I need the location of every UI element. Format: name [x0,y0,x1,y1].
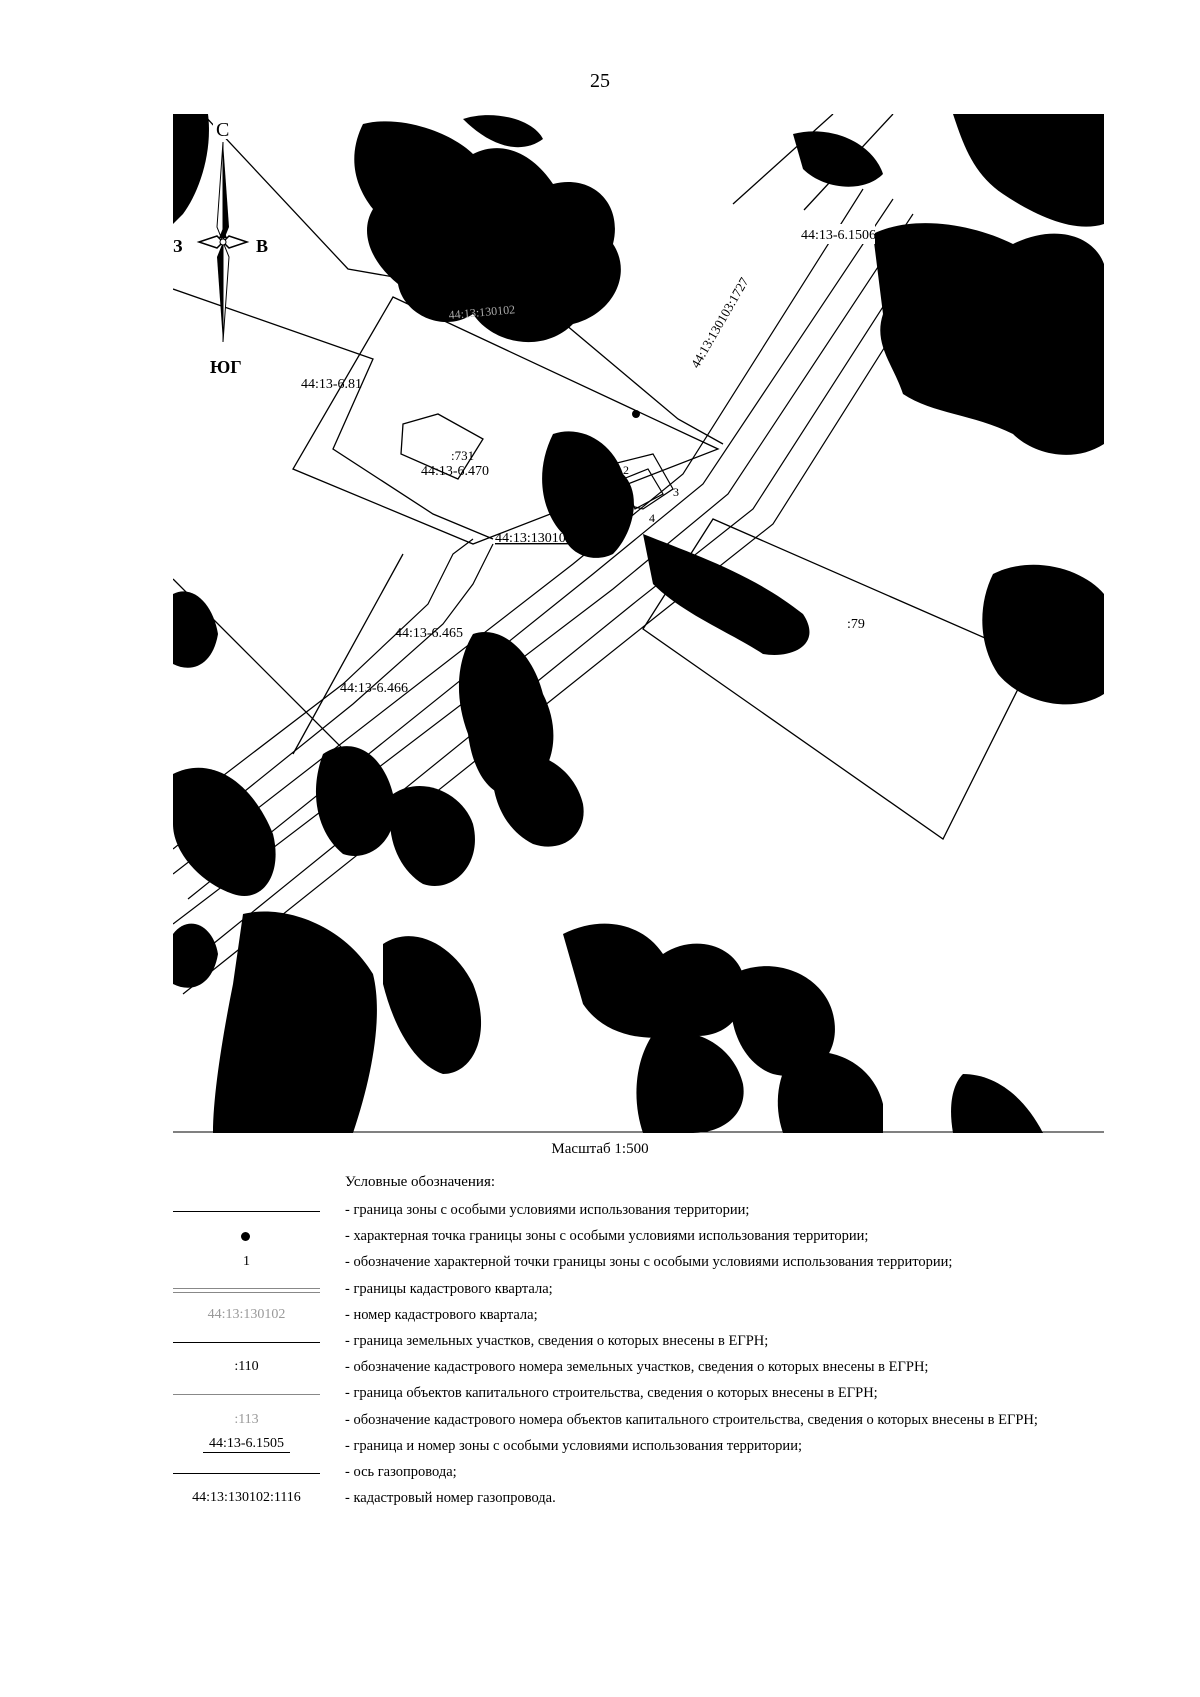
legend-symbol-zone-number: 44:13-6.1505 [173,1434,320,1460]
legend-title: Условные обозначения: [345,1174,496,1190]
legend-symbol-parcel-boundary [173,1329,320,1355]
legend-text: - характерная точка границы зоны с особы… [345,1228,869,1245]
zone-label-470: 44:13-6.470 [421,464,489,479]
legend-symbol-quarter-number: 44:13:130102 [207,1306,286,1322]
legend-symbol-parcel-number: :110 [234,1359,259,1375]
scale-caption: Масштаб 1:500 [551,1141,649,1157]
point-label-1: 1 [611,493,617,507]
legend-text: - обозначение кадастрового номера земель… [345,1359,929,1376]
legend-item-structure-boundary: - граница объектов капитального строител… [173,1381,1113,1407]
compass-rose-icon [196,141,250,343]
legend-item-structure-number: :113 - обозначение кадастрового номера о… [173,1408,1113,1434]
page-number: 25 [590,70,610,92]
zone-label-81: 44:13-6.81 [301,377,362,392]
legend-item-zone-number: 44:13-6.1505 - граница и номер зоны с ос… [173,1434,1113,1460]
legend-text: - границы кадастрового квартала; [345,1280,553,1297]
compass-west-label: З [173,236,183,256]
pipeline-label-1116: 44:13:130102:1116 [495,531,604,546]
legend-item-parcel-number: :110 - обозначение кадастрового номера з… [173,1355,1113,1381]
legend-symbol-point-dot-icon [173,1224,320,1250]
point-label-2: 2 [623,463,629,477]
legend-item-zone-boundary: - граница зоны с особыми условиями испол… [173,1198,1113,1224]
legend-text: - кадастровый номер газопровода. [345,1490,556,1507]
legend-symbol-structure-number: :113 [234,1411,259,1427]
compass-north-label: С [216,119,229,141]
legend-symbol-pipeline-axis [173,1460,320,1486]
compass-east-label: В [256,236,268,256]
quarter-number-label: 44:13:130102 [448,302,516,322]
legend-text: - граница и номер зоны с особыми условия… [345,1437,802,1454]
legend-text: - обозначение характерной точки границы … [345,1254,953,1271]
zone-label-465: 44:13-6.465 [395,626,463,641]
compass-south-label: ЮГ [210,357,242,377]
parcel-label-731: :731 [451,448,474,463]
legend-text: - граница зоны с особыми условиями испол… [345,1202,750,1218]
legend-symbol-pipeline-number: 44:13:130102:1116 [192,1490,301,1506]
characteristic-point [632,410,640,418]
legend-text: - граница земельных участков, сведения о… [345,1332,769,1349]
pipeline-corridor [173,188,954,995]
legend-item-point-number: 1 - обозначение характерной точки границ… [173,1250,1113,1276]
legend-item-parcel-boundary: - граница земельных участков, сведения о… [173,1329,1113,1355]
point-label-4: 4 [649,511,655,525]
cadastral-map: С З В ЮГ 44:13-6.1506 44:13-6.81 44:13:1… [173,114,1104,1133]
legend-symbol-quarter-boundary [173,1277,320,1303]
boundary-lines [173,114,1034,1133]
legend-symbol-structure-boundary [173,1381,320,1407]
legend-item-characteristic-point: - характерная точка границы зоны с особы… [173,1224,1113,1250]
legend-item-quarter-boundary: - границы кадастрового квартала; [173,1277,1113,1303]
zone-label-466: 44:13-6.466 [340,681,408,696]
legend-symbol-zone-boundary [173,1198,320,1224]
legend-text: - обозначение кадастрового номера объект… [345,1411,1038,1428]
building-outline [821,342,875,416]
legend-item-quarter-number: 44:13:130102 - номер кадастрового кварта… [173,1303,1113,1329]
legend-text: - номер кадастрового квартала; [345,1306,538,1323]
legend-text: - граница объектов капитального строител… [345,1385,878,1402]
legend-item-pipeline-axis: - ось газопровода; [173,1460,1113,1486]
zone-label-1506: 44:13-6.1506 [801,228,876,243]
legend-symbol-point-number: 1 [243,1254,250,1270]
capital-structure [612,453,674,510]
legend: - граница зоны с особыми условиями испол… [173,1198,1113,1512]
legend-text: - ось газопровода; [345,1463,457,1480]
parcel-label-79: :79 [847,617,865,632]
point-label-3: 3 [673,485,679,499]
legend-item-pipeline-number: 44:13:130102:1116 - кадастровый номер га… [173,1486,1113,1512]
